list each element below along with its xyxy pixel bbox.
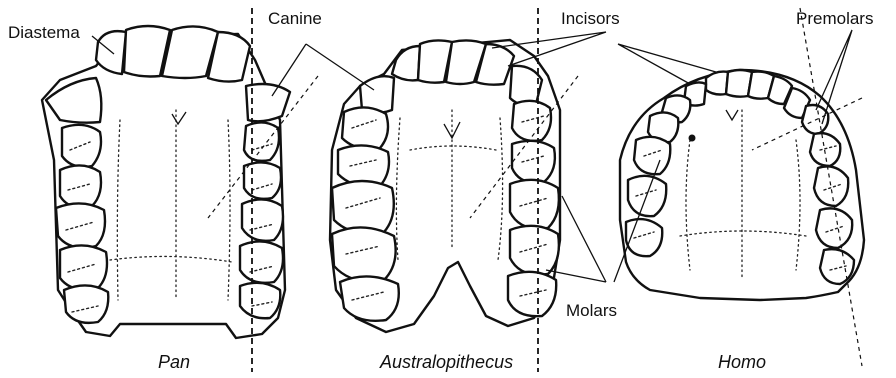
pan-premolar: [60, 165, 101, 207]
australopithecus-incisor: [392, 46, 420, 80]
pan-premolar: [244, 162, 281, 198]
pan-molar: [240, 283, 280, 318]
australopithecus-molar: [332, 227, 396, 281]
australopithecus-molar: [510, 226, 559, 275]
pan-molar: [240, 241, 283, 282]
homo-premolar: [810, 133, 840, 166]
pan-premolar: [244, 122, 279, 160]
molars-label: Molars: [566, 301, 617, 320]
australopithecus-premolar: [512, 101, 551, 141]
australopithecus-molar: [508, 272, 556, 316]
homo-molar: [634, 137, 670, 174]
homo-palate: [620, 70, 864, 300]
australopithecus-molar: [510, 180, 559, 229]
australopithecus-molar: [340, 276, 399, 320]
homo-species-label: Homo: [718, 352, 766, 372]
homo-palate-dot: [689, 135, 696, 142]
canine-label: Canine: [268, 9, 322, 28]
pan-species-label: Pan: [158, 352, 190, 372]
australopithecus-premolar: [342, 107, 388, 148]
diastema-label: Diastema: [8, 23, 80, 42]
homo-incisor: [706, 72, 728, 95]
homo-molar: [816, 208, 852, 248]
pan-molar: [242, 199, 283, 240]
homo-molar: [628, 176, 666, 216]
australopithecus-species-label: Australopithecus: [379, 352, 513, 372]
incisors-label: Incisors: [561, 9, 620, 28]
homo-molar: [814, 166, 848, 206]
homo-molar: [820, 249, 854, 284]
homo-molar: [626, 219, 662, 256]
australopithecus-molar: [332, 181, 394, 234]
pan-molar: [64, 285, 108, 322]
australopithecus-premolar: [512, 141, 555, 183]
premolars-label: Premolars: [796, 9, 873, 28]
